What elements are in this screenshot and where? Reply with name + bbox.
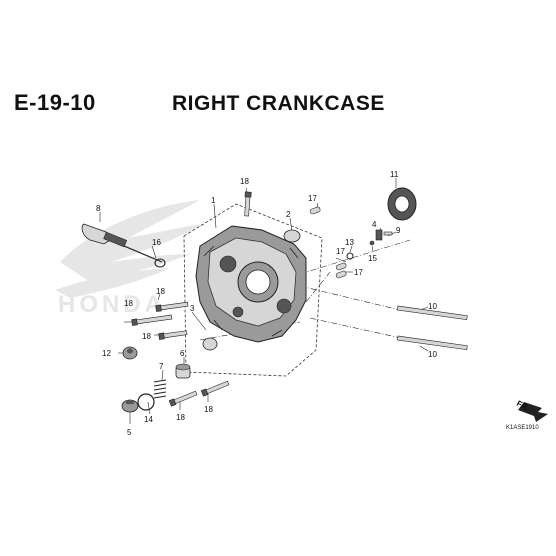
callout-17-mid: 17	[336, 247, 345, 256]
page-title: RIGHT CRANKCASE	[172, 92, 385, 115]
callout-labels: 1 2 3 4 5 6 7 8 9 10 10 11 12 13 14 15 1…	[96, 170, 437, 437]
callout-8: 8	[96, 204, 101, 213]
callout-13: 13	[345, 238, 354, 247]
callout-1: 1	[211, 196, 216, 205]
callout-7: 7	[159, 362, 164, 371]
strainer-cap-part-6	[175, 363, 191, 379]
callout-17-top: 17	[308, 194, 317, 203]
dowel-pin-large-part-2	[283, 229, 301, 243]
dowel-pins-17	[309, 206, 347, 279]
spring-part-7	[153, 379, 167, 399]
callout-16: 16	[152, 238, 161, 247]
watermark-text: HONDA	[58, 291, 166, 318]
honda-wing-watermark	[55, 200, 205, 298]
callout-11: 11	[390, 170, 399, 179]
front-direction-arrow	[518, 402, 548, 422]
callout-17-low: 17	[354, 268, 363, 277]
clip-and-bolt-parts	[369, 229, 393, 246]
o-ring-part-13	[346, 252, 354, 260]
callout-12: 12	[102, 349, 111, 358]
callout-18-bottom-a: 18	[176, 413, 185, 422]
oil-level-gauge-part	[81, 223, 163, 263]
flange-bolts	[131, 191, 252, 407]
callout-2: 2	[286, 210, 291, 219]
callout-10-upper: 10	[428, 302, 437, 311]
callout-5: 5	[127, 428, 132, 437]
o-ring-part-14	[137, 393, 155, 411]
callout-18-top: 18	[240, 177, 249, 186]
callout-18-bottom-b: 18	[204, 405, 213, 414]
plug-part-12	[122, 346, 138, 360]
callout-10-lower: 10	[428, 350, 437, 359]
callout-18-left-c: 18	[142, 332, 151, 341]
oil-seal-part-11	[387, 187, 417, 221]
callout-3: 3	[190, 304, 195, 313]
callout-14: 14	[144, 415, 153, 424]
drain-plug-part-5	[121, 399, 139, 413]
callout-18-left-a: 18	[124, 299, 133, 308]
callout-18-left-b: 18	[156, 287, 165, 296]
stud-bolts-part-10	[397, 305, 468, 351]
reference-code: K1ASE1910	[506, 425, 539, 431]
section-code: E-19-10	[14, 90, 96, 115]
callout-6: 6	[180, 349, 185, 358]
crankcase-part-1	[195, 225, 307, 343]
o-ring-part-16	[154, 258, 166, 268]
callout-4: 4	[372, 220, 377, 229]
callout-9: 9	[396, 226, 401, 235]
callout-15: 15	[368, 254, 377, 263]
dowel-pin-part-3	[202, 337, 218, 351]
